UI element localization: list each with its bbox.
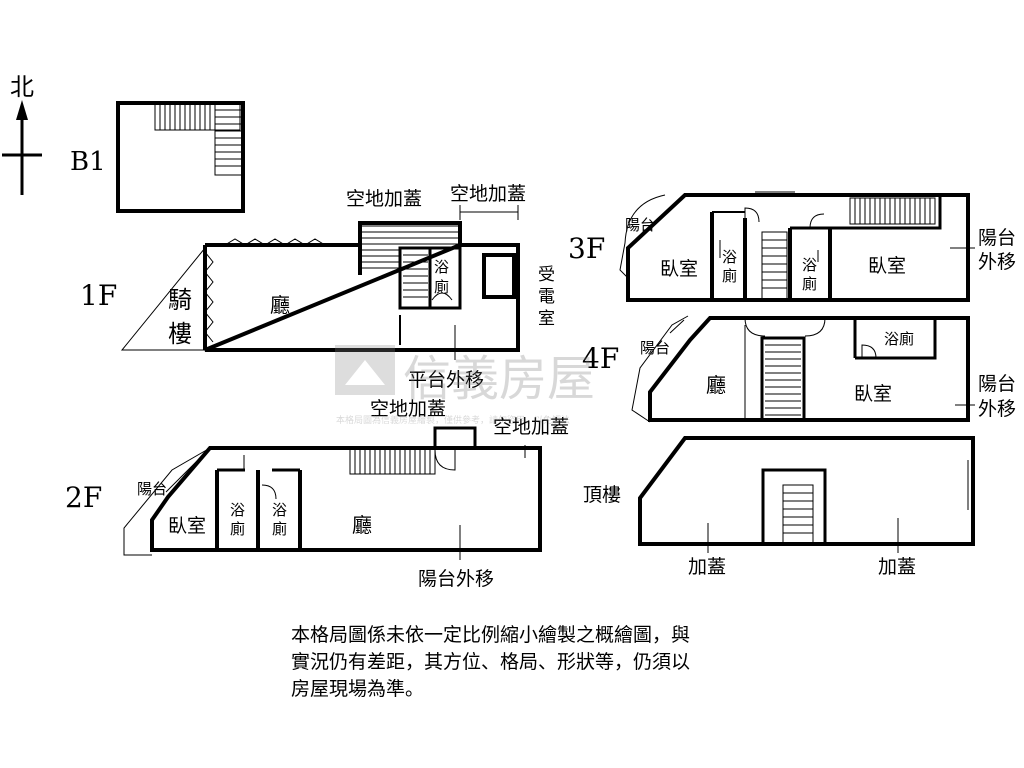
room-bath1-2f-2: 廁: [230, 520, 245, 538]
north-label: 北: [10, 73, 34, 101]
note-2f-covered-a: 空地加蓋: [370, 398, 446, 420]
room-bath2-2f-2: 廁: [272, 520, 287, 538]
room-bedroom-4f: 臥室: [854, 383, 892, 405]
room-bath-4f: 浴廁: [884, 330, 914, 348]
room-bath2-3f-2: 廁: [802, 275, 817, 293]
watermark: 信義房屋 本格局圖為信義房屋繪製，僅供參考，請勿盜用，以免觸法: [335, 345, 595, 426]
room-bath2-2f-1: 浴: [272, 501, 287, 519]
disclaimer-line: 房屋現場為準。: [291, 678, 425, 700]
room-bath1-3f-1: 浴: [722, 248, 737, 266]
floor-label-1f: 1F: [80, 279, 117, 312]
floor-2f: 2F 陽台 臥室 浴 廁 浴 廁 廳 空地加蓋 空地加蓋 陽台外移: [65, 398, 569, 590]
disclaimer-line: 本格局圖係未依一定比例縮小繪製之概繪圖，與: [291, 624, 691, 646]
note-3f-balcony-2: 外移: [978, 251, 1016, 273]
room-bath-1f-1: 浴: [434, 258, 449, 276]
note-roof-add-1: 加蓋: [688, 556, 726, 578]
room-arcade-1: 騎: [168, 286, 192, 314]
room-balcony-2f: 陽台: [137, 480, 167, 498]
note-1f-covered-a: 空地加蓋: [346, 188, 422, 210]
room-bath2-3f-1: 浴: [802, 256, 817, 274]
note-1f-platform: 平台外移: [408, 369, 484, 391]
room-arcade-2: 樓: [168, 320, 192, 348]
floor-label-roof: 頂樓: [583, 484, 621, 506]
room-hall-2f: 廳: [352, 513, 372, 537]
watermark-caption: 本格局圖為信義房屋繪製，僅供參考，請勿盜用，以免觸法: [336, 414, 570, 426]
floor-label-3f: 3F: [568, 232, 605, 265]
floor-4f: 4F 陽台 廳 浴廁 臥室 陽台 外移: [582, 315, 1016, 423]
note-2f-balcony-moved: 陽台外移: [418, 568, 494, 590]
note-2f-covered-b: 空地加蓋: [493, 416, 569, 438]
disclaimer-line: 實況仍有差距，其方位、格局、形狀等，仍須以: [291, 651, 691, 673]
room-power-1: 受: [538, 265, 555, 285]
north-arrow: 北: [2, 73, 42, 195]
floor-3f: 3F 陽台 臥室 浴 廁 浴 廁 臥室 陽台 外移: [568, 191, 1016, 302]
floor-roof: 頂樓 加蓋 加蓋: [583, 436, 975, 578]
room-power-2: 電: [538, 287, 555, 307]
floor-1f: 1F 騎 樓 廳 浴 廁 受 電 室 空地加蓋 空地加蓋 平台外移: [80, 183, 555, 391]
room-hall-1f: 廳: [270, 293, 290, 317]
room-balcony-3f: 陽台: [625, 216, 655, 234]
watermark-brand: 信義房屋: [403, 351, 595, 407]
note-roof-add-2: 加蓋: [878, 556, 916, 578]
note-1f-covered-b: 空地加蓋: [450, 183, 526, 205]
room-bedroom-3f-1: 臥室: [660, 258, 698, 280]
note-3f-balcony-1: 陽台: [978, 227, 1016, 249]
floor-label-4f: 4F: [582, 342, 619, 375]
room-bath1-3f-2: 廁: [722, 267, 737, 285]
floor-label-b1: B1: [70, 147, 106, 177]
floor-b1: B1: [70, 101, 245, 213]
note-4f-balcony-1: 陽台: [978, 373, 1016, 395]
note-4f-balcony-2: 外移: [978, 398, 1016, 420]
room-bedroom-2f: 臥室: [168, 515, 206, 537]
room-hall-4f: 廳: [706, 373, 726, 397]
room-bath-1f-2: 廁: [434, 278, 449, 296]
room-balcony-4f: 陽台: [640, 339, 670, 357]
room-bath1-2f-1: 浴: [230, 501, 245, 519]
b1-stairs: [154, 102, 244, 176]
disclaimer: 本格局圖係未依一定比例縮小繪製之概繪圖，與 實況仍有差距，其方位、格局、形狀等，…: [291, 622, 771, 703]
room-bedroom-3f-2: 臥室: [868, 255, 906, 277]
floor-label-2f: 2F: [65, 481, 102, 514]
room-power-3: 室: [538, 309, 555, 329]
